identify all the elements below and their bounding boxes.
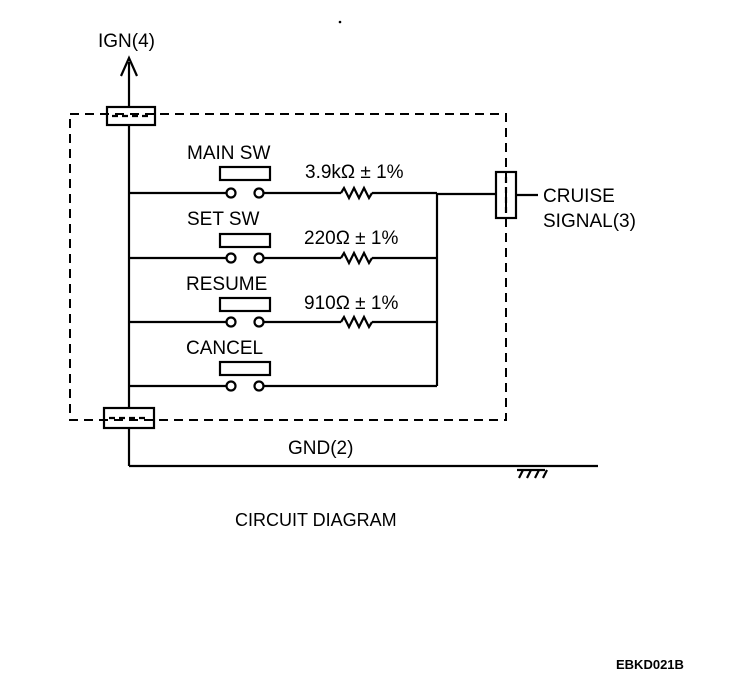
diagram-caption: CIRCUIT DIAGRAM [235,510,397,530]
ign-connector [105,105,157,127]
gnd-connector [102,406,156,430]
switch-row-cancel: CANCEL [129,338,437,392]
gnd-label: GND(2) [288,438,353,459]
resistor-set [340,250,373,266]
ign-arrow-head [119,55,139,77]
ground-symbol [517,468,548,479]
resistor-label-resume: 910Ω ± 1% [304,293,398,314]
stray-mark [338,20,342,24]
cruise-signal-label-line1: CRUISE [543,186,615,207]
switch-label-resume: RESUME [186,274,267,295]
figure-code: EBKD021B [616,657,684,672]
switch-label-set: SET SW [187,209,260,230]
resistor-main [340,185,373,201]
switch-row-main: MAIN SW 3.9kΩ ± 1% [129,143,437,201]
switch-row-set: SET SW 220Ω ± 1% [129,209,437,266]
switch-label-cancel: CANCEL [186,338,263,359]
resistor-resume [340,314,373,330]
ign-label: IGN(4) [98,31,155,52]
switch-module-enclosure [69,113,507,421]
cruise-signal-label-line2: SIGNAL(3) [543,211,636,232]
switch-row-resume: RESUME 910Ω ± 1% [129,274,437,330]
resistor-label-main: 3.9kΩ ± 1% [305,162,404,183]
switch-label-main: MAIN SW [187,143,270,164]
resistor-label-set: 220Ω ± 1% [304,228,398,249]
